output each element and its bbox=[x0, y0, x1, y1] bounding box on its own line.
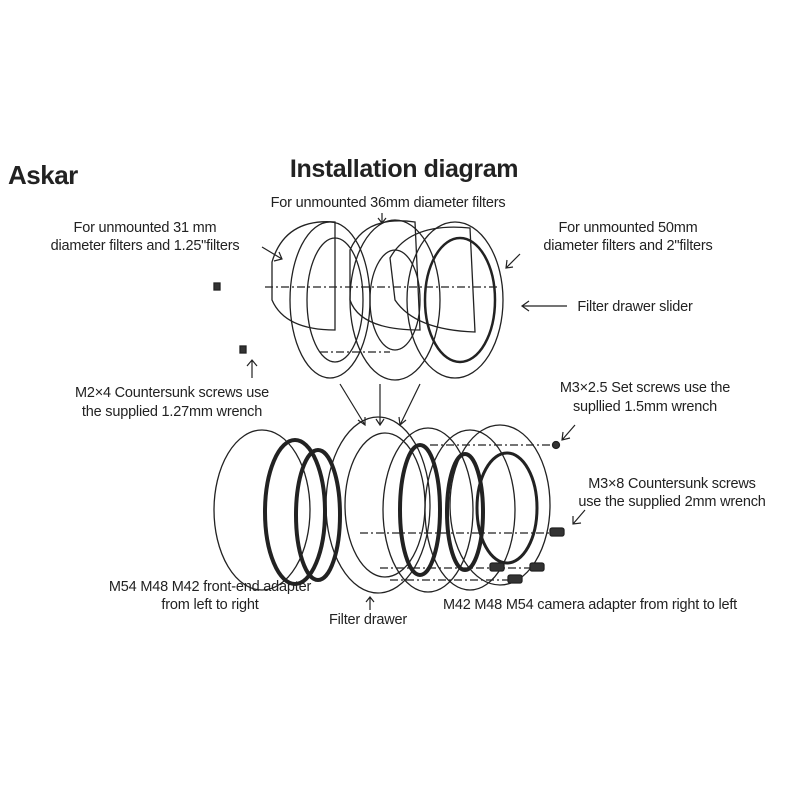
label-50mm-filters-line1: For unmounted 50mm bbox=[558, 220, 698, 236]
label-m2-screws-line1: M2×4 Countersunk screws use bbox=[74, 385, 270, 401]
camera-adapter-m54 bbox=[382, 427, 474, 593]
filter-drawer-body bbox=[325, 416, 431, 594]
label-31mm-filters-line2: diameter filters and 1.25"filters bbox=[50, 238, 240, 254]
camera-adapter-m42 bbox=[449, 424, 551, 586]
front-adapter-m54 bbox=[213, 429, 311, 591]
m2-screws bbox=[213, 282, 247, 354]
slider-50mm-ring bbox=[406, 221, 504, 379]
callout-arrows bbox=[246, 213, 586, 610]
front-adapter-m42 bbox=[294, 448, 342, 582]
label-front-adapter-line1: M54 M48 M42 front-end adapter bbox=[108, 579, 312, 595]
askar-logo: Askar bbox=[8, 160, 78, 190]
label-filter-drawer-slider: Filter drawer slider bbox=[577, 299, 693, 315]
page-title: Installation diagram bbox=[289, 155, 519, 183]
lower-assembly bbox=[213, 416, 560, 594]
m3-screws bbox=[489, 440, 565, 584]
label-m2-screws-line2: the supplied 1.27mm wrench bbox=[81, 404, 263, 420]
upper-filter-sliders bbox=[265, 219, 504, 381]
label-31mm-filters-line1: For unmounted 31 mm bbox=[73, 220, 217, 236]
label-m3-countersunk-line2: use the supplied 2mm wrench bbox=[578, 494, 766, 510]
label-filter-drawer: Filter drawer bbox=[329, 612, 407, 628]
slider-50mm bbox=[389, 226, 476, 333]
front-adapter-m48 bbox=[263, 438, 327, 586]
label-camera-adapter: M42 M48 M54 camera adapter from right to… bbox=[442, 597, 738, 613]
slider-31mm bbox=[271, 221, 336, 331]
label-m3-countersunk-line1: M3×8 Countersunk screws bbox=[588, 476, 756, 492]
slider-36mm bbox=[349, 220, 421, 331]
label-front-adapter-line2: from left to right bbox=[161, 597, 259, 613]
label-50mm-filters-line2: diameter filters and 2"filters bbox=[543, 238, 713, 254]
label-m3-set-screws-line1: M3×2.5 Set screws use the bbox=[559, 380, 731, 396]
label-36mm-filters: For unmounted 36mm diameter filters bbox=[270, 195, 506, 211]
camera-adapter-m48 bbox=[424, 429, 516, 591]
label-m3-set-screws-line2: supllied 1.5mm wrench bbox=[572, 399, 718, 415]
slider-36mm-ring bbox=[349, 219, 441, 381]
slider-31mm-ring bbox=[289, 221, 371, 379]
